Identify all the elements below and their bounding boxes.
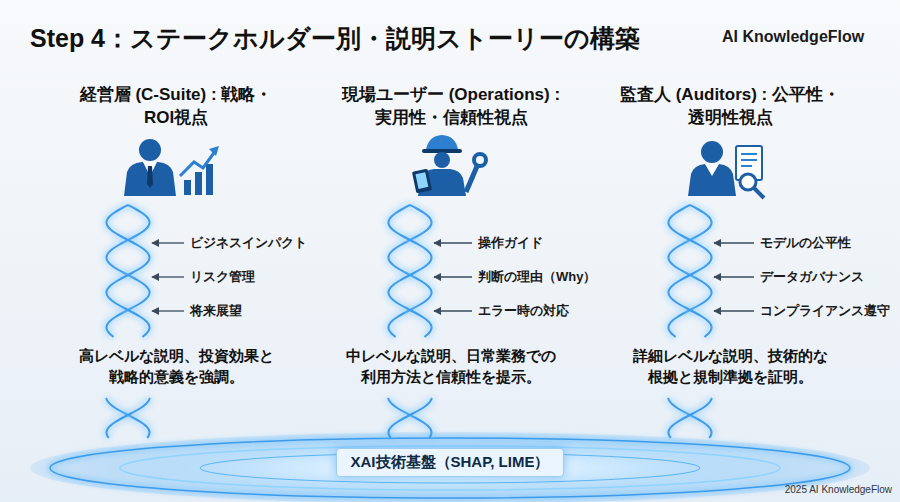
description-text: 詳細レベルな説明、技術的な 根拠と規制準拠を証明。 xyxy=(610,345,850,387)
helix-strand xyxy=(388,398,432,438)
leader-group xyxy=(152,243,754,311)
callout-label: データガバナンス xyxy=(760,268,864,286)
helix-group xyxy=(106,205,712,438)
stakeholder-heading: 現場ユーザー (Operations) : 実用性・信頼性視点 xyxy=(321,84,581,130)
callout-label: 将来展望 xyxy=(190,302,242,320)
helix-glow xyxy=(388,205,431,337)
brand-name: AI KnowledgeFlow xyxy=(722,28,864,46)
worker-icon xyxy=(412,135,486,196)
leader-arrow xyxy=(152,310,184,311)
helix-glow xyxy=(668,398,712,438)
leader-arrow xyxy=(434,310,472,311)
callout-label: 判断の理由（Why） xyxy=(478,268,596,286)
callout-label: エラー時の対応 xyxy=(478,302,569,320)
title: Step 4：ステークホルダー別・説明ストーリーの構築 xyxy=(30,22,640,55)
platform-label: XAI技術基盤（SHAP, LIME） xyxy=(351,453,550,472)
stakeholder-heading: 経営層 (C-Suite) : 戦略・ROI視点 xyxy=(56,84,296,130)
helix-strand xyxy=(668,205,711,337)
stakeholder-heading: 監査人 (Auditors) : 公平性・透明性視点 xyxy=(610,84,850,130)
helix-glow xyxy=(668,205,711,337)
helix-glow xyxy=(106,398,150,438)
helix-glow xyxy=(106,205,149,337)
callout-label: コンプライアンス遵守 xyxy=(760,302,890,320)
leader-arrow xyxy=(434,242,472,243)
platform-glow xyxy=(30,432,870,502)
helix-strand xyxy=(106,398,150,438)
helix-strand xyxy=(668,205,711,337)
description-text: 中レベルな説明、日常業務での 利用方法と信頼性を提示。 xyxy=(331,345,571,387)
helix-strand xyxy=(106,398,150,438)
callout-label: 操作ガイド xyxy=(478,234,543,252)
callout-label: リスク管理 xyxy=(190,268,255,286)
platform-label-box: XAI技術基盤（SHAP, LIME） xyxy=(336,448,565,477)
leader-arrow xyxy=(714,242,754,243)
helix-strand xyxy=(106,205,149,337)
leader-arrow xyxy=(152,276,184,277)
leader-arrow xyxy=(152,242,184,243)
helix-strand xyxy=(388,398,432,438)
footer-note: 2025 AI KnowledgeFlow xyxy=(785,484,892,495)
leader-arrow xyxy=(434,276,472,277)
helix-glow xyxy=(388,205,431,337)
callout-label: モデルの公平性 xyxy=(760,234,851,252)
callout-label: ビジネスインパクト xyxy=(190,234,307,252)
helix-glow xyxy=(106,205,149,337)
helix-strand xyxy=(106,205,149,337)
helix-strand xyxy=(668,398,712,438)
description-text: 高レベルな説明、投資効果と 戦略的意義を強調。 xyxy=(56,345,296,387)
leader-arrow xyxy=(714,310,754,311)
helix-glow xyxy=(106,398,150,438)
helix-strand xyxy=(388,205,431,337)
helix-glow xyxy=(388,398,432,438)
helix-glow xyxy=(388,398,432,438)
helix-glow xyxy=(668,205,711,337)
helix-strand xyxy=(668,398,712,438)
executive-icon xyxy=(124,139,219,196)
leader-arrow xyxy=(714,276,754,277)
helix-glow xyxy=(668,398,712,438)
helix-strand xyxy=(388,205,431,337)
auditor-icon xyxy=(688,141,764,198)
